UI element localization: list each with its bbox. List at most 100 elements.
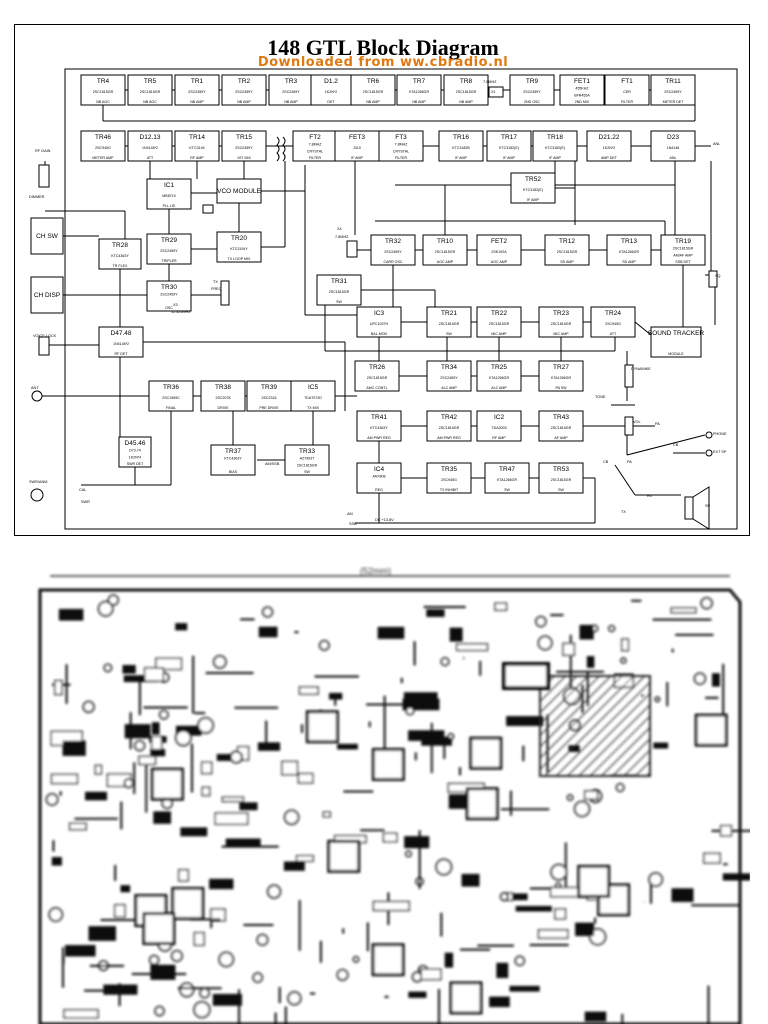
block-detail: TDA2003: [491, 426, 506, 430]
block-title: TR17: [501, 134, 517, 141]
diagram-label: SP: [705, 504, 711, 508]
block-detail: SW: [504, 488, 510, 492]
pcb-feature: [124, 724, 151, 739]
pcb-feature: [54, 679, 63, 696]
block-detail: 2SC2078: [216, 396, 231, 400]
block-detail: NB AGC: [143, 100, 157, 104]
block-detail: TX INHIBIT: [440, 488, 459, 492]
block-title: TR20: [231, 235, 247, 242]
block-detail: 2SC1815GR: [673, 247, 694, 251]
block-title: TR35: [441, 466, 457, 473]
pcb-feature: [148, 954, 160, 966]
block-detail: KTC4363Y: [224, 457, 242, 461]
pcb-feature: [671, 888, 694, 902]
block-detail: 2SC1815GR: [439, 426, 460, 430]
pcb-feature: [537, 635, 553, 651]
block-detail: TX MIX: [307, 406, 320, 410]
block-detail: BAL.MOD: [371, 332, 388, 336]
pcb-feature: [506, 716, 544, 727]
block-title: TR47: [499, 466, 515, 473]
block-box: [80, 74, 126, 106]
diagram-label: PA: [655, 422, 660, 426]
block-box: [476, 360, 522, 392]
diagram-label: EXT SP: [713, 450, 727, 454]
tx-freq-pot-icon: [220, 280, 230, 306]
block-title: TR25: [491, 364, 507, 371]
block-title: VCO MODULE: [217, 188, 261, 195]
pcb-feature: [537, 929, 569, 939]
pcb-feature: [515, 905, 552, 912]
block-detail: D73.74: [129, 449, 141, 453]
pcb-feature: [201, 761, 213, 775]
pcb-feature: [266, 884, 282, 899]
block-detail: BIAS: [229, 470, 238, 474]
block-detail: ALC AMP: [441, 386, 457, 390]
pcb-feature: [654, 696, 661, 703]
block-title: IC4: [374, 466, 385, 473]
block-title: TR36: [163, 384, 179, 391]
block-box: [148, 380, 194, 412]
block-detail: KTC3182(E): [523, 188, 543, 192]
block-title: IC1: [164, 182, 175, 189]
block-box: [604, 74, 650, 106]
block-title: TR24: [605, 310, 621, 317]
sq-pot-icon: [708, 270, 718, 288]
block-detail: REG: [375, 488, 383, 492]
pcb-feature: [58, 608, 84, 621]
block-box: [127, 74, 173, 106]
block-box: [30, 276, 64, 314]
block-box: [80, 130, 126, 162]
block-detail: 2SC2316: [262, 396, 277, 400]
pcb-feature: [151, 722, 160, 735]
block-ch-sw: CH SW: [30, 217, 64, 255]
pcb-pad: [371, 943, 405, 977]
diagram-label: 7.8MHZ: [335, 235, 349, 239]
pcb-feature: [447, 732, 455, 740]
block-box: [118, 436, 152, 468]
pcb-feature: [107, 594, 120, 606]
block-detail: 2SC1815GR: [456, 90, 477, 94]
pcb-feature: [151, 735, 163, 751]
block-detail: KTC3182(E): [499, 146, 519, 150]
pcb-feature: [212, 993, 242, 1006]
block-box: [426, 462, 472, 494]
diagram-label: TONE: [595, 395, 606, 399]
pcb-feature: [337, 743, 358, 750]
pcb-feature: [212, 654, 227, 669]
block-detail: 2SC2459Y: [664, 90, 682, 94]
block-box: [200, 380, 246, 412]
pcb-feature: [85, 791, 108, 801]
block-box: [350, 74, 396, 106]
pcb-highlight-box: [502, 662, 550, 690]
block-box: [476, 234, 522, 266]
block-detail: MODULE: [668, 352, 684, 356]
block-detail: RF AMP: [492, 436, 506, 440]
block-title: TR14: [189, 134, 205, 141]
block-detail: 2SC2459Y: [160, 249, 178, 253]
pcb-feature: [155, 657, 183, 671]
pcb-feature: [193, 1001, 211, 1019]
pcb-heatsink-area: [539, 675, 651, 777]
pcb-feature: [174, 729, 192, 747]
block-detail: 2SC1815GR: [363, 90, 384, 94]
block-title: FET3: [349, 134, 365, 141]
block-title: TR31: [331, 278, 347, 285]
block-detail: AGC AMP: [437, 260, 454, 264]
